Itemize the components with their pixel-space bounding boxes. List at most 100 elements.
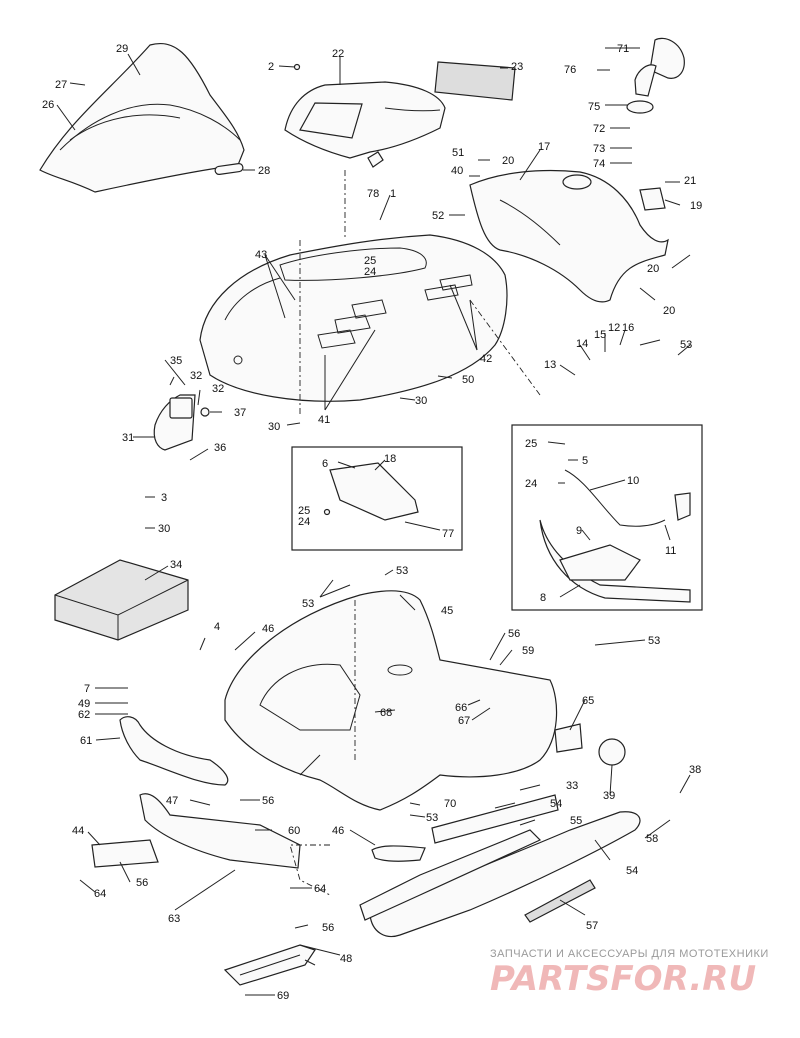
callout-36: 36 xyxy=(214,442,226,454)
callout-41: 41 xyxy=(318,414,330,426)
callout-55: 55 xyxy=(570,815,582,827)
callout-65: 65 xyxy=(582,695,594,707)
callout-3: 3 xyxy=(161,492,167,504)
callout-13: 13 xyxy=(544,359,556,371)
callout-77: 77 xyxy=(442,528,454,540)
callout-38: 38 xyxy=(689,764,701,776)
callout-9: 9 xyxy=(576,525,582,537)
callout-73: 73 xyxy=(593,143,605,155)
callout-32-b: 32 xyxy=(212,383,224,395)
callout-54-a: 54 xyxy=(550,798,562,810)
fuel-tank-part xyxy=(469,169,669,303)
callout-78: 78 xyxy=(367,188,379,200)
callout-64-a: 64 xyxy=(314,883,326,895)
callout-32-a: 32 xyxy=(190,370,202,382)
callout-20-a: 20 xyxy=(502,155,514,167)
belly-pan-part xyxy=(224,590,626,811)
callout-63: 63 xyxy=(168,913,180,925)
callout-20-b: 20 xyxy=(647,263,659,275)
callout-14: 14 xyxy=(576,338,588,350)
callout-10: 10 xyxy=(627,475,639,487)
callout-76: 76 xyxy=(564,64,576,76)
callout-6: 6 xyxy=(322,458,328,470)
callout-46-a: 46 xyxy=(262,623,274,635)
callout-56-b: 56 xyxy=(262,795,274,807)
callout-43: 43 xyxy=(255,249,267,261)
callout-49: 49 xyxy=(78,698,90,710)
callout-53-c: 53 xyxy=(302,598,314,610)
callout-51: 51 xyxy=(452,147,464,159)
callout-19: 19 xyxy=(690,200,702,212)
callout-45: 45 xyxy=(441,605,453,617)
callout-35: 35 xyxy=(170,355,182,367)
skid-plate-part xyxy=(223,944,316,986)
callout-5: 5 xyxy=(582,455,588,467)
callout-2: 2 xyxy=(268,61,274,73)
windshield-part xyxy=(39,43,245,193)
callout-71: 71 xyxy=(617,43,629,55)
assembly-lines xyxy=(289,170,541,896)
callout-17: 17 xyxy=(538,141,550,153)
callout-56-d: 56 xyxy=(322,922,334,934)
callout-12: 12 xyxy=(608,322,620,334)
callout-8: 8 xyxy=(540,592,546,604)
mirror-part xyxy=(626,37,685,211)
callout-44: 44 xyxy=(72,825,84,837)
callout-30-c: 30 xyxy=(158,523,170,535)
callout-29: 29 xyxy=(116,43,128,55)
callout-24-a: 24 xyxy=(364,266,376,278)
callout-62: 62 xyxy=(78,709,90,721)
callout-50: 50 xyxy=(462,374,474,386)
callout-68: 68 xyxy=(380,707,392,719)
callout-30-b: 30 xyxy=(268,421,280,433)
callout-18: 18 xyxy=(384,453,396,465)
callout-56-c: 56 xyxy=(136,877,148,889)
callout-7: 7 xyxy=(84,683,90,695)
callout-48: 48 xyxy=(340,953,352,965)
console-cover-part xyxy=(284,61,516,168)
callout-30-a: 30 xyxy=(415,395,427,407)
callout-1: 1 xyxy=(390,188,396,200)
callout-53-e: 53 xyxy=(426,812,438,824)
callout-23: 23 xyxy=(511,61,523,73)
callout-11: 11 xyxy=(665,545,676,557)
callout-20-c: 20 xyxy=(663,305,675,317)
callout-67: 67 xyxy=(458,715,470,727)
inset-box-right xyxy=(511,424,703,611)
callout-46-b: 46 xyxy=(332,825,344,837)
callout-25-c: 25 xyxy=(525,438,537,450)
callout-27: 27 xyxy=(55,79,67,91)
watermark-brand: PARTSFOR.RU xyxy=(490,959,756,999)
callout-64-b: 64 xyxy=(94,888,106,900)
callout-24-b: 24 xyxy=(298,516,310,528)
callout-24-c: 24 xyxy=(525,478,537,490)
callout-37: 37 xyxy=(234,407,246,419)
inset-box-top xyxy=(291,446,463,551)
callout-53-b: 53 xyxy=(396,565,408,577)
callout-31: 31 xyxy=(122,432,134,444)
callout-4: 4 xyxy=(214,621,220,633)
callout-25-a: 25 xyxy=(364,255,376,267)
callout-15: 15 xyxy=(594,329,606,341)
watermark: ЗАПЧАСТИ И АКСЕССУАРЫ ДЛЯ МОТОТЕХНИКИ PA… xyxy=(490,948,768,999)
callout-28: 28 xyxy=(258,165,270,177)
callout-53-a: 53 xyxy=(680,339,692,351)
leader-lines xyxy=(56,47,691,996)
callout-59: 59 xyxy=(522,645,534,657)
callout-33: 33 xyxy=(566,780,578,792)
callout-60: 60 xyxy=(288,825,300,837)
callout-25-b: 25 xyxy=(298,505,310,517)
front-bumper-part xyxy=(91,716,301,869)
callout-34: 34 xyxy=(170,559,182,571)
callout-74: 74 xyxy=(593,158,605,170)
callout-61: 61 xyxy=(80,735,92,747)
callout-47: 47 xyxy=(166,795,178,807)
callout-26: 26 xyxy=(42,99,54,111)
hood-part xyxy=(199,234,508,402)
seat-foam-part xyxy=(54,559,189,641)
callout-58: 58 xyxy=(646,833,658,845)
callout-21: 21 xyxy=(684,175,696,187)
callout-72: 72 xyxy=(593,123,605,135)
callout-66: 66 xyxy=(455,702,467,714)
